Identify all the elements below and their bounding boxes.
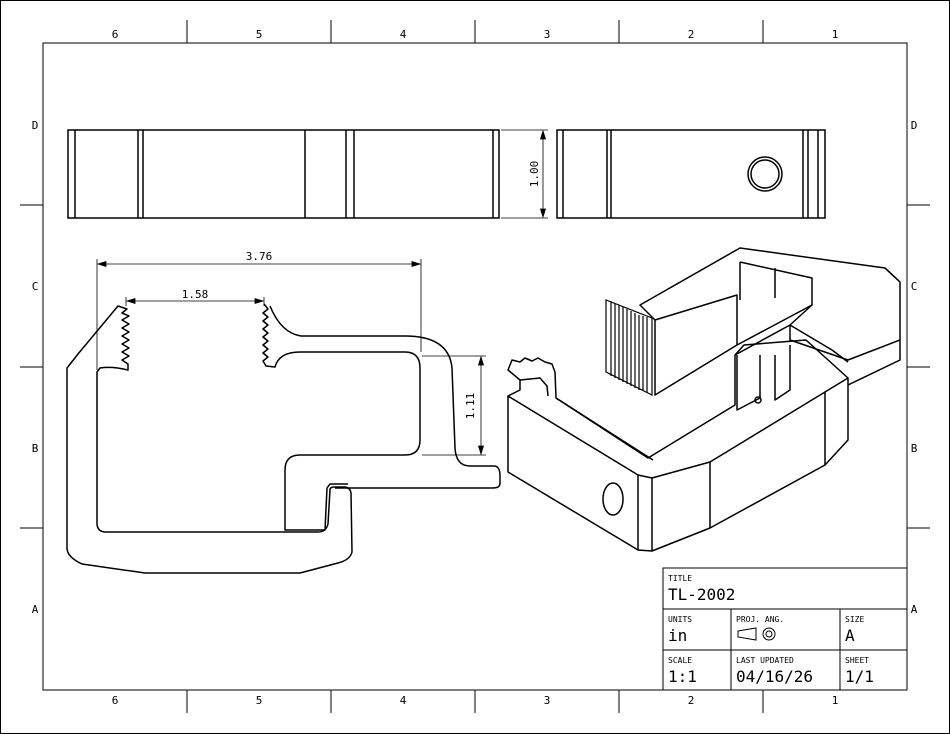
last-updated-label: LAST UPDATED (736, 656, 794, 665)
zone-col-top-6: 6 (112, 28, 119, 41)
sheet-label: SHEET (845, 656, 869, 665)
title-label: TITLE (668, 574, 692, 583)
zone-col-top-3: 3 (544, 28, 551, 41)
front-profile (66, 303, 501, 574)
title-block (662, 567, 908, 691)
zone-row-right-c: C (911, 280, 918, 293)
last-updated-value: 04/16/26 (736, 667, 813, 686)
scale-label: SCALE (668, 656, 692, 665)
dimension-step-height-label: 1.11 (464, 393, 477, 420)
zone-col-bottom-2: 2 (688, 694, 695, 707)
dimension-step-height (422, 355, 486, 456)
dimension-depth-label: 1.00 (528, 161, 541, 188)
top-view (67, 129, 500, 219)
side-view (556, 129, 826, 219)
zone-row-left-d: D (32, 119, 39, 132)
zone-row-right-b: B (911, 442, 918, 455)
zone-col-bottom-1: 1 (832, 694, 839, 707)
dimension-depth (501, 129, 548, 219)
zone-col-bottom-6: 6 (112, 694, 119, 707)
zone-ticks (20, 20, 930, 713)
zone-row-right-a: A (911, 603, 918, 616)
size-value: A (845, 626, 855, 645)
dimension-jaw-gap (125, 297, 265, 306)
zone-col-bottom-5: 5 (256, 694, 263, 707)
isometric-grip (605, 299, 653, 396)
third-angle-projection-icon (737, 627, 776, 641)
zone-col-bottom-4: 4 (400, 694, 407, 707)
units-value: in (668, 626, 687, 645)
zone-col-top-5: 5 (256, 28, 263, 41)
inner-frame (42, 42, 908, 691)
scale-value: 1:1 (668, 667, 697, 686)
dimension-overall-length-label: 3.76 (246, 250, 273, 263)
zone-col-top-2: 2 (688, 28, 695, 41)
dimension-jaw-gap-label: 1.58 (182, 288, 209, 301)
size-label: SIZE (845, 615, 864, 624)
isometric-view (507, 247, 901, 552)
zone-col-bottom-3: 3 (544, 694, 551, 707)
zone-row-left-b: B (32, 442, 39, 455)
zone-col-top-1: 1 (832, 28, 839, 41)
dimension-overall-length (96, 259, 422, 370)
zone-row-left-a: A (32, 603, 39, 616)
projection-label: PROJ. ANG. (736, 615, 784, 624)
zone-row-right-d: D (911, 119, 918, 132)
zone-col-top-4: 4 (400, 28, 407, 41)
sheet-value: 1/1 (845, 667, 874, 686)
zone-row-left-c: C (32, 280, 39, 293)
units-label: UNITS (668, 615, 692, 624)
drawing-title: TL-2002 (668, 585, 735, 604)
